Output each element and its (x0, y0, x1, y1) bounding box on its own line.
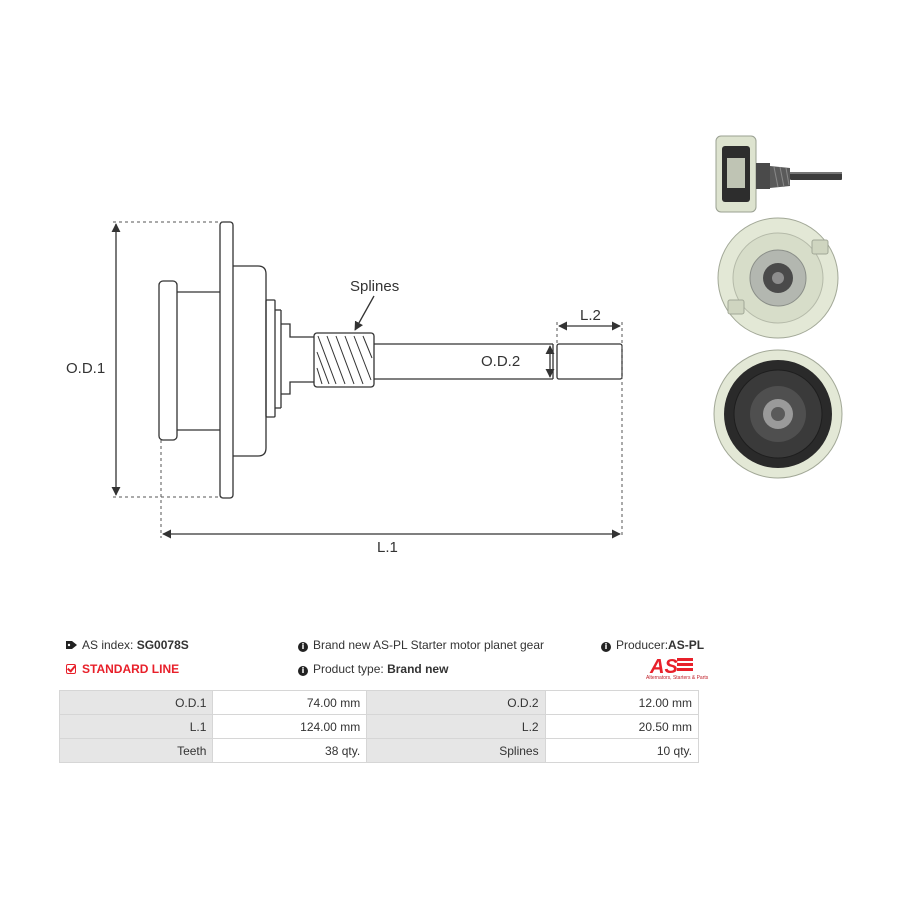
gear-outline (158, 221, 623, 499)
standard-line: STANDARD LINE (66, 662, 179, 676)
table-row: L.1 124.00 mm L.2 20.50 mm (58, 714, 700, 739)
product-type-value: Brand new (387, 662, 449, 676)
description-text: Brand new AS-PL Starter motor planet gea… (313, 638, 545, 652)
spec-label: O.D.2 (366, 690, 546, 715)
spec-table: O.D.1 74.00 mm O.D.2 12.00 mm L.1 124.00… (58, 690, 700, 763)
extension-lines (113, 221, 623, 538)
product-type: i Product type: Brand new (298, 662, 448, 676)
spec-label: Teeth (58, 738, 214, 763)
standard-line-label: STANDARD LINE (82, 662, 180, 676)
info-icon: i (601, 642, 611, 652)
spline-teeth (316, 335, 373, 385)
spec-label: Splines (366, 738, 546, 763)
product-photo-side (715, 135, 842, 213)
checkbox-icon (66, 664, 76, 674)
table-row: O.D.1 74.00 mm O.D.2 12.00 mm (58, 690, 700, 715)
producer-value: AS-PL (668, 638, 705, 652)
spec-value: 12.00 mm (544, 690, 700, 715)
spec-value: 74.00 mm (212, 690, 368, 715)
od1-label: O.D.1 (66, 360, 105, 377)
splines-label: Splines (350, 278, 399, 295)
description: i Brand new AS-PL Starter motor planet ge… (298, 638, 544, 652)
spec-value: 20.50 mm (544, 714, 700, 739)
product-photo-back (713, 349, 843, 479)
producer: i Producer:AS-PL (601, 638, 704, 652)
info-icon: i (298, 642, 308, 652)
logo-letters: AS (649, 656, 678, 678)
producer-label: Producer: (616, 638, 669, 652)
spec-label: L.2 (366, 714, 546, 739)
spec-label: O.D.1 (58, 690, 214, 715)
table-row: Teeth 38 qty. Splines 10 qty. (58, 738, 700, 763)
od2-label: O.D.2 (481, 353, 520, 370)
splines-pointer-arrow (354, 295, 375, 331)
spec-value: 124.00 mm (212, 714, 368, 739)
spec-label: L.1 (58, 714, 214, 739)
spec-value: 10 qty. (544, 738, 700, 763)
info-icon: i (298, 666, 308, 676)
as-index: AS index: SG0078S (66, 638, 189, 652)
technical-drawing: O.D.1 O.D.2 L.1 L.2 Splines (66, 135, 843, 556)
spec-value: 38 qty. (212, 738, 368, 763)
tag-icon (66, 641, 77, 649)
as-index-value: SG0078S (136, 638, 189, 652)
l2-label: L.2 (580, 307, 601, 324)
product-photo-front (717, 217, 839, 339)
logo-tagline: Alternators, Starters & Parts (646, 675, 709, 681)
product-type-label: Product type: (313, 662, 384, 676)
l1-label: L.1 (377, 539, 398, 556)
as-index-label: AS index: (82, 638, 134, 652)
as-pl-logo: AS (649, 656, 693, 678)
